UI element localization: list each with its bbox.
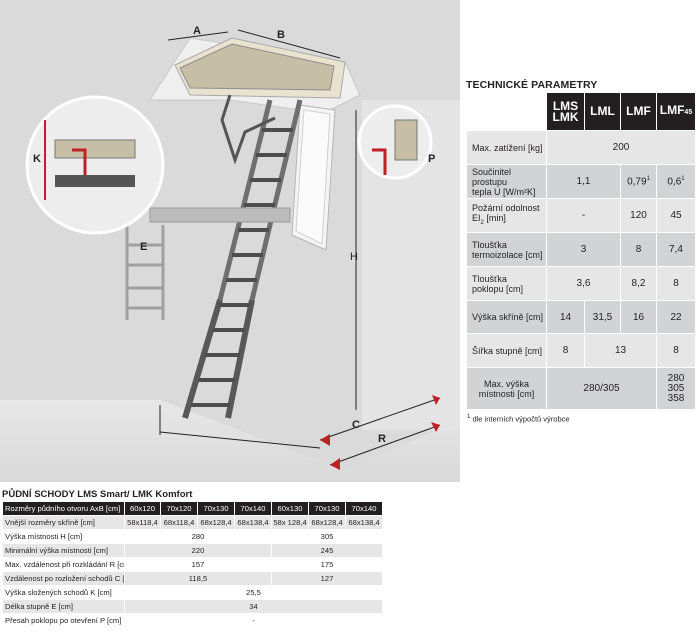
row-max-load: Max. zatížení [kg] 200 <box>466 130 696 165</box>
col-lmf45: LMF45 <box>656 92 696 131</box>
table-row: Vzdálenost po rozložení schodů C [cm] 11… <box>2 571 383 586</box>
label-c: C <box>352 419 360 431</box>
row-step-width: Šířka stupně [cm] 8 13 8 <box>466 333 696 368</box>
ladder-rail-lower-right <box>225 299 255 419</box>
label-h: H <box>350 251 358 263</box>
label-e: E <box>140 241 147 253</box>
step-length-ladder <box>125 225 165 320</box>
ladder-rail-upper-left <box>217 99 273 301</box>
detail-box-k <box>54 139 136 159</box>
table-row: Minimální výška místnosti [cm] 220 245 <box>2 543 383 558</box>
footnote: 1 dle interních výpočtů výrobce <box>467 414 570 424</box>
product-table: Rozměry půdního otvoru AxB [cm] 60x120 7… <box>2 501 383 628</box>
dimension-lines <box>159 29 441 466</box>
attic-ladder-illustration: A B K E H C R P <box>0 0 460 482</box>
label-b: B <box>277 29 285 41</box>
tech-title: TECHNICKÉ PARAMETRY <box>466 79 598 91</box>
folded-segment <box>149 207 291 223</box>
table-row: Výška místnosti H [cm] 280 305 <box>2 529 383 544</box>
floor <box>0 400 460 482</box>
detail-circle-k <box>25 95 165 235</box>
detail-rail-k <box>55 175 135 187</box>
product-header-row: Rozměry půdního otvoru AxB [cm] 60x120 7… <box>2 501 383 516</box>
ladder-drawing: A B K E H C R P <box>0 25 460 482</box>
col-lmf: LMF <box>620 92 657 131</box>
label-k: K <box>33 153 41 165</box>
label-p: P <box>428 153 435 165</box>
col-lml: LML <box>584 92 621 131</box>
table-row: Délka stupně E [cm] 34 <box>2 599 383 614</box>
row-box-height: Výška skříně [cm] 14 31,5 16 22 <box>466 300 696 334</box>
table-row: Vnější rozměry skříně [cm] 58x118,4 68x1… <box>2 515 383 530</box>
detail-box-p <box>394 119 418 161</box>
ladder-rail-upper-right <box>249 99 303 301</box>
ladder-rail-lower-left <box>182 299 223 419</box>
product-table-section: PŮDNÍ SCHODY LMS Smart/ LMK Komfort Rozm… <box>2 488 383 628</box>
table-row: Přesah poklopu po otevření P [cm] - <box>2 613 383 628</box>
detail-red-p <box>372 148 387 175</box>
attic-box-inner <box>179 43 335 91</box>
ladder-steps <box>191 128 293 407</box>
label-r: R <box>378 433 386 445</box>
table-row: Max. vzdálenost při rozkládání R [cm] 15… <box>2 557 383 572</box>
table-row: Výška složených schodů K [cm] 25,5 <box>2 585 383 600</box>
hinge-arm <box>220 94 276 165</box>
red-arrows <box>320 395 440 470</box>
product-table-title: PŮDNÍ SCHODY LMS Smart/ LMK Komfort <box>2 489 193 500</box>
hatch-panel <box>295 109 331 245</box>
label-a: A <box>193 25 201 37</box>
